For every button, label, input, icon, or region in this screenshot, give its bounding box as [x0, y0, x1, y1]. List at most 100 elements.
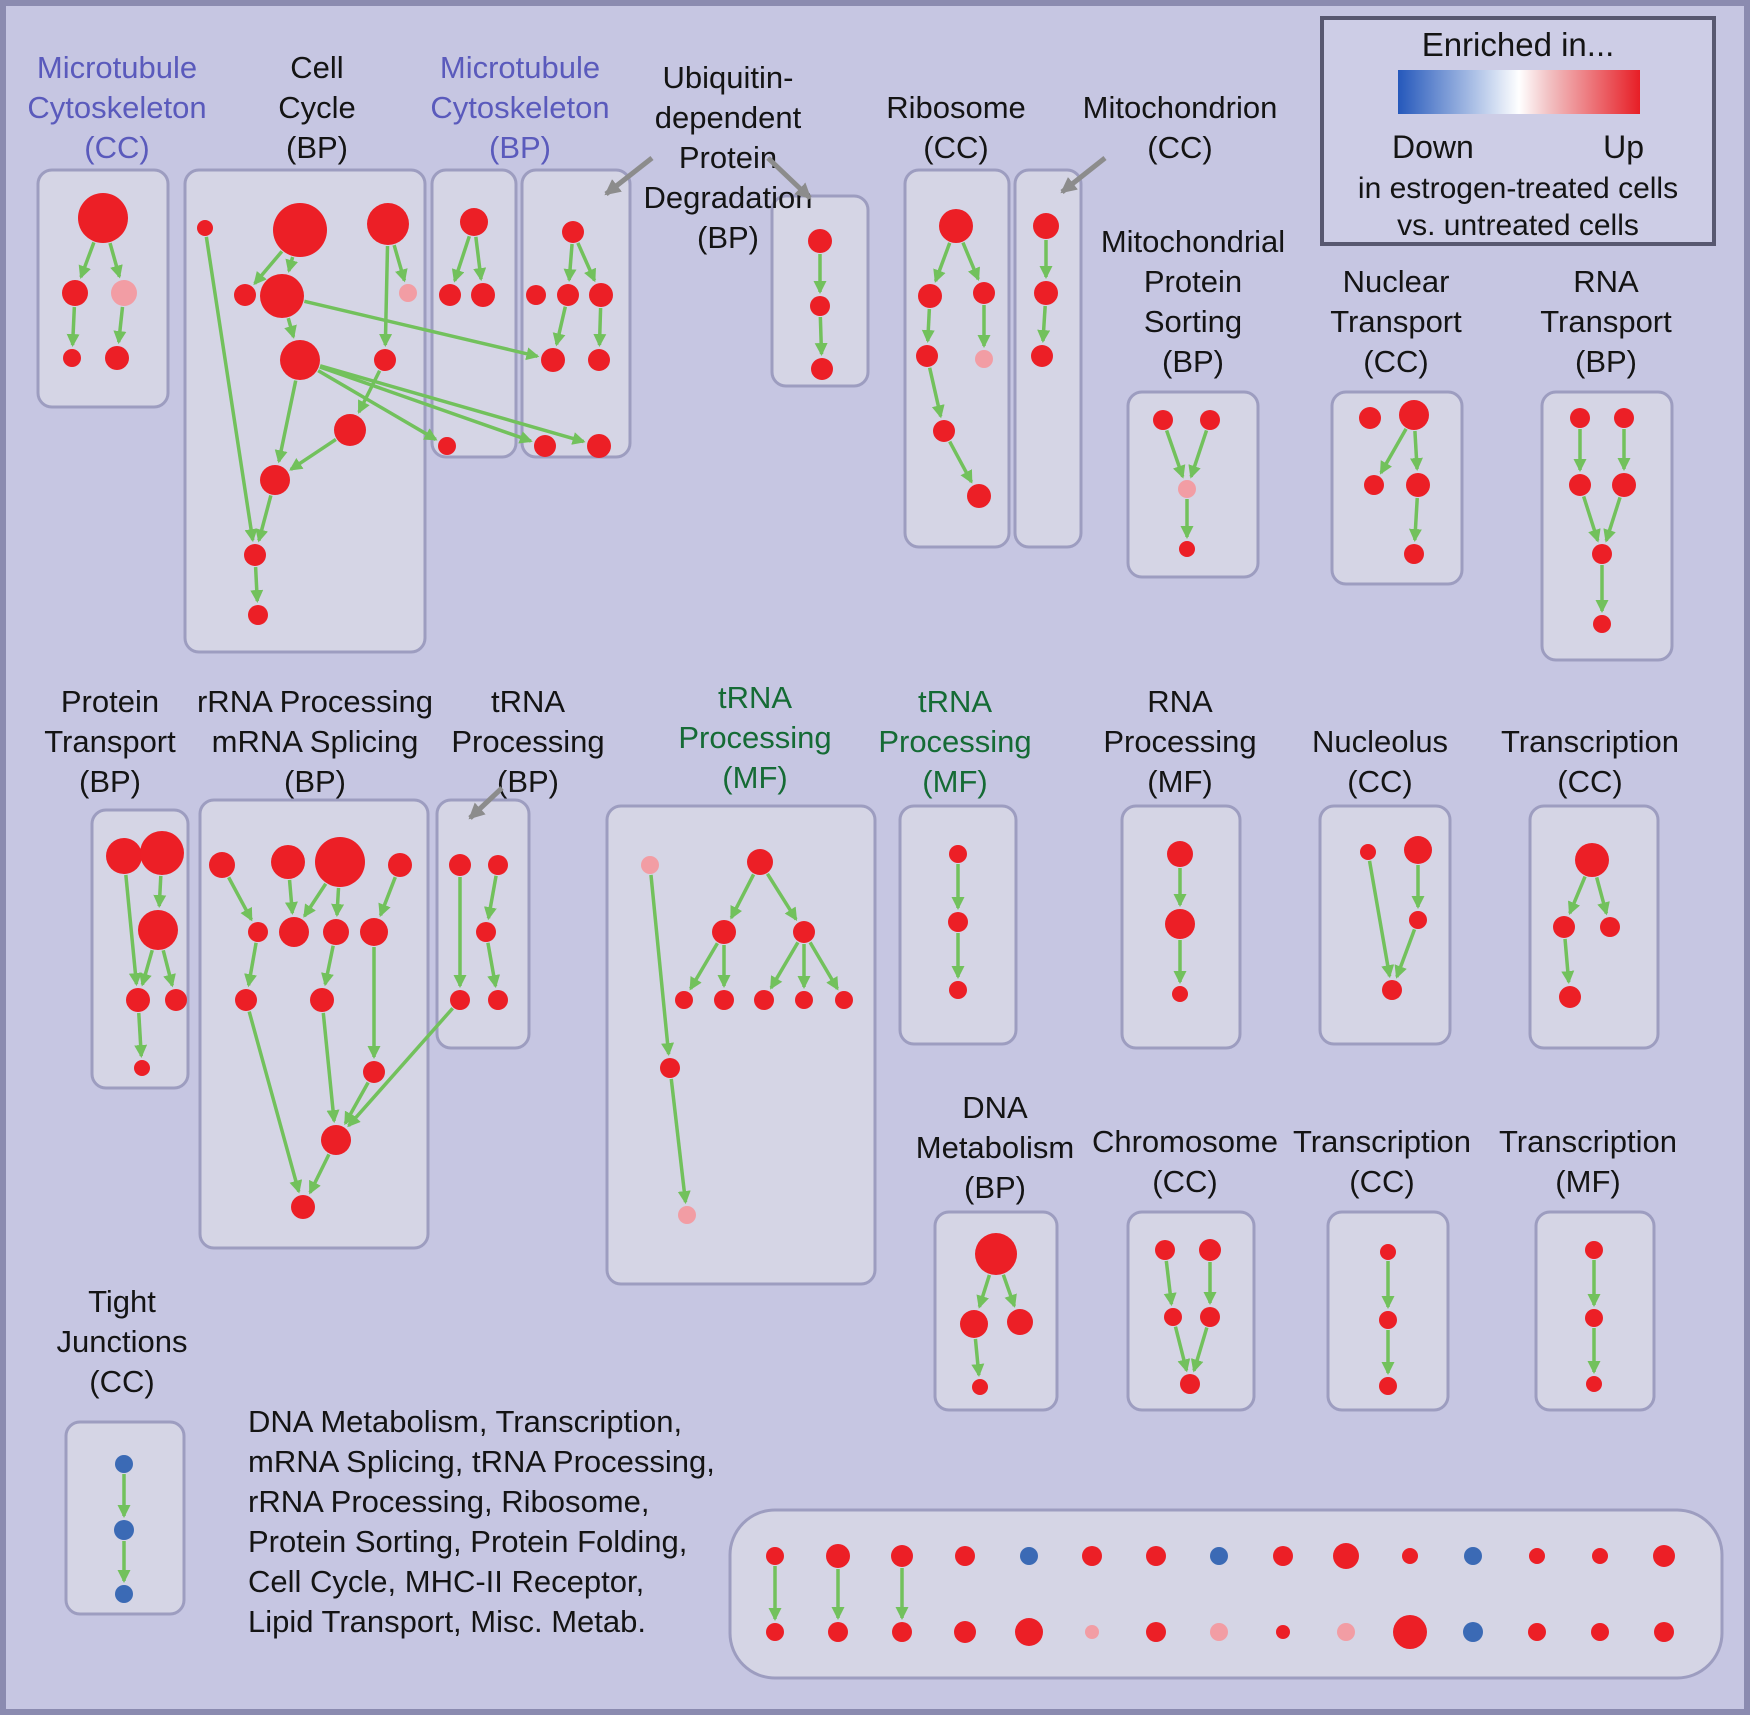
rna-transport-bp-edge-arrow: [1581, 495, 1601, 543]
dna-metabolism-bp-node-0: [975, 1233, 1017, 1275]
ribosome-cc-edge-arrow: [921, 308, 935, 344]
ribosome-cc-node-2: [973, 282, 995, 304]
microtubule-cytoskeleton-bp-node-1: [439, 284, 461, 306]
transcription-cc-1-box: [1528, 804, 1660, 1050]
legend-down-label: Down: [1392, 129, 1474, 165]
rrna-processing-mrna-splicing-bp-label: (BP): [284, 764, 346, 799]
legend-subtitle: in estrogen-treated cells: [1358, 172, 1678, 205]
label-pointer-arrow-0: [604, 156, 654, 196]
transcription-cc-1-edge-arrow: [1594, 876, 1610, 916]
rrna-processing-mrna-splicing-bp-node-7: [360, 918, 388, 946]
microtubule-cytoskeleton-bp-edge-arrow: [451, 235, 471, 283]
ubiquitin-dependent-protein-degradation-bp-node-2: [557, 284, 579, 306]
trna-processing-mf-large-edge-arrow: [729, 873, 756, 920]
nuclear-transport-cc-box: [1330, 390, 1464, 586]
misc-metabolism-group-node-28: [1591, 1623, 1609, 1641]
misc-metabolism-group-node-6: [1146, 1546, 1166, 1566]
legend-box: [1320, 16, 1716, 246]
rna-transport-bp-node-3: [1612, 473, 1636, 497]
nucleolus-cc-node-2: [1409, 911, 1427, 929]
legend-subtitle: vs. untreated cells: [1397, 209, 1639, 242]
layer-annotations: [468, 156, 1107, 820]
tight-junctions-cc-label: (CC): [89, 1364, 154, 1399]
legend-title: Enriched in...: [1422, 26, 1615, 63]
mitochondrion-cc-node-1: [1034, 281, 1058, 305]
legend-gradient-bar: [1398, 70, 1640, 114]
rrna-processing-mrna-splicing-bp-node-6: [323, 919, 349, 945]
misc-metabolism-group-node-0: [766, 1547, 784, 1565]
protein-transport-bp-node-2: [138, 910, 178, 950]
trna-processing-bp-node-3: [450, 990, 470, 1010]
dna-metabolism-bp-edge-arrow: [976, 1274, 992, 1309]
nucleolus-cc-node-3: [1382, 980, 1402, 1000]
tight-junctions-cc-node-1: [114, 1520, 134, 1540]
trna-processing-mf-large-node-0: [641, 856, 659, 874]
transcription-cc-1-label: Transcription: [1501, 724, 1679, 759]
trna-processing-bp-label: tRNA: [491, 684, 565, 719]
misc-metabolism-group-node-8: [1273, 1546, 1293, 1566]
transcription-cc-2-label: Transcription: [1293, 1124, 1471, 1159]
nuclear-transport-cc-edge-arrow: [1409, 430, 1423, 472]
nucleolus-cc-edge-arrow: [1367, 860, 1395, 979]
rrna-processing-mrna-splicing-bp-node-2: [315, 837, 365, 887]
trna-processing-mf-large-node-3: [793, 921, 815, 943]
trna-processing-mf-large-node-7: [795, 991, 813, 1009]
rrna-processing-mrna-splicing-bp-edge-arrow: [284, 879, 298, 916]
legend-up-label: Up: [1603, 129, 1644, 165]
microtubule-cytoskeleton-cc-edge-arrow: [108, 242, 123, 279]
trna-processing-mf-large-label: Processing: [678, 720, 831, 755]
chromosome-cc-node-4: [1180, 1374, 1200, 1394]
transcription-cc-2-node-0: [1380, 1244, 1396, 1260]
rna-processing-mf-label: RNA: [1147, 684, 1213, 719]
trna-processing-bp-node-0: [449, 854, 471, 876]
ribosome-cc-label: (CC): [923, 130, 988, 165]
chromosome-cc-edge-arrow: [1190, 1327, 1209, 1373]
transcription-cc-1-edge-arrow: [1568, 875, 1587, 916]
trna-processing-bp-edge-arrow: [484, 875, 498, 921]
trna-processing-mf-large-node-4: [675, 991, 693, 1009]
rrna-processing-mrna-splicing-bp-node-5: [279, 917, 309, 947]
misc-group-footnote: Cell Cycle, MHC-II Receptor,: [248, 1564, 644, 1599]
misc-metabolism-group-box: [728, 1508, 1724, 1680]
cell-cycle-bp-edge-arrow: [379, 245, 393, 348]
dna-metabolism-bp-node-2: [1007, 1309, 1033, 1335]
mitochondrial-protein-sorting-bp-edge-arrow: [1188, 429, 1209, 479]
microtubule-cytoskeleton-bp-label: Cytoskeleton: [430, 90, 609, 125]
nucleolus-cc-edge-arrow: [1394, 928, 1417, 979]
chromosome-cc-box: [1126, 1210, 1256, 1412]
misc-metabolism-group-node-5: [1082, 1546, 1102, 1566]
cell-cycle-bp-label: Cycle: [278, 90, 356, 125]
misc-metabolism-group-node-10: [1402, 1548, 1418, 1564]
trna-processing-mf-large-node-1: [747, 849, 773, 875]
protein-transport-bp-node-1: [140, 831, 184, 875]
dna-metabolism-bp-node-1: [960, 1310, 988, 1338]
nuclear-transport-cc-label: Transport: [1330, 304, 1462, 339]
rrna-processing-mrna-splicing-bp-node-4: [248, 922, 268, 942]
cell-cycle-bp-edge-arrow: [284, 317, 297, 339]
ubiquitin-dependent-protein-degradation-bp-edge-arrow: [593, 307, 607, 348]
trna-processing-bp-label: Processing: [451, 724, 604, 759]
nuclear-transport-cc-edge-arrow: [1379, 428, 1408, 475]
cell-cycle-bp-edge-arrow: [255, 495, 273, 543]
rna-processing-mf-label: (MF): [1147, 764, 1212, 799]
misc-metabolism-group-node-12: [1529, 1548, 1545, 1564]
microtubule-cytoskeleton-cc-edge-arrow: [66, 306, 80, 348]
ubiquitin-dependent-protein-degradation-bp-label: (BP): [697, 220, 759, 255]
nuclear-transport-cc-label: Nuclear: [1343, 264, 1450, 299]
tight-junctions-cc-node-0: [115, 1455, 133, 1473]
tight-junctions-cc-box: [64, 1420, 186, 1616]
rna-transport-bp-label: (BP): [1575, 344, 1637, 379]
misc-metabolism-group-node-3: [955, 1546, 975, 1566]
transcription-cc-1-node-1: [1553, 916, 1575, 938]
protein-transport-bp-edge-arrow: [139, 949, 154, 987]
misc-metabolism-group-node-19: [1015, 1618, 1043, 1646]
trna-processing-mf-large-edge-arrow: [769, 941, 800, 990]
dna-metabolism-bp-label: (BP): [964, 1170, 1026, 1205]
mitochondrial-protein-sorting-bp-node-0: [1153, 410, 1173, 430]
nucleolus-cc-node-1: [1404, 836, 1432, 864]
dna-metabolism-bp-label: DNA: [962, 1090, 1028, 1125]
microtubule-cytoskeleton-cc-node-2: [111, 280, 137, 306]
rna-processing-mf-node-0: [1167, 841, 1193, 867]
rrna-processing-mrna-splicing-bp-edge-arrow: [227, 876, 253, 922]
microtubule-cytoskeleton-cc-node-4: [105, 346, 129, 370]
